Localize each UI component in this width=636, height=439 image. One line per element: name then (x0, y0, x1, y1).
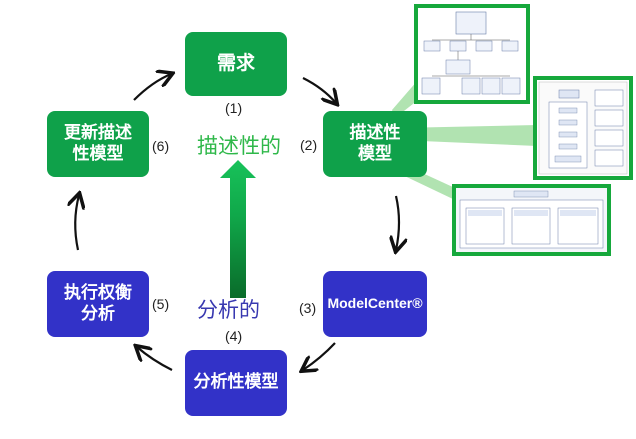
step-5-label: (5) (152, 296, 170, 312)
arrow-6-to-1 (133, 74, 171, 101)
model-thumbnail-blocks (452, 184, 611, 256)
modelcenter-node[interactable]: ModelCenter® (323, 271, 427, 337)
requirements-node[interactable]: 需求 (185, 32, 287, 96)
flow-diagram-thumbnail (538, 81, 628, 175)
analytic-label: 分析的 (197, 298, 260, 322)
model-thumbnail-flow (533, 76, 633, 180)
tradeoff-analysis-node[interactable]: 执行权衡 分析 (47, 271, 149, 337)
analytic-to-descriptive-arrow (220, 160, 256, 298)
step-1-label: (1) (225, 100, 243, 116)
arrow-1-to-2 (302, 77, 336, 103)
arrow-4-to-5 (137, 347, 173, 371)
arrow-3-to-4 (303, 342, 336, 370)
model-thumbnail-tree (414, 4, 530, 104)
descriptive-label: 描述性的 (197, 134, 281, 158)
step-6-label: (6) (152, 138, 170, 154)
update-model-node[interactable]: 更新描述 性模型 (47, 111, 149, 177)
analytic-model-node[interactable]: 分析性模型 (185, 350, 287, 416)
arrow-5-to-6 (75, 195, 79, 251)
descriptive-model-node[interactable]: 描述性 模型 (323, 111, 427, 177)
arrow-2-to-3 (396, 195, 399, 250)
step-3-label: (3) (299, 300, 317, 316)
block-diagram-thumbnail (456, 188, 607, 252)
step-2-label: (2) (300, 137, 318, 153)
tree-diagram-thumbnail (421, 11, 521, 95)
step-4-label: (4) (225, 328, 243, 344)
